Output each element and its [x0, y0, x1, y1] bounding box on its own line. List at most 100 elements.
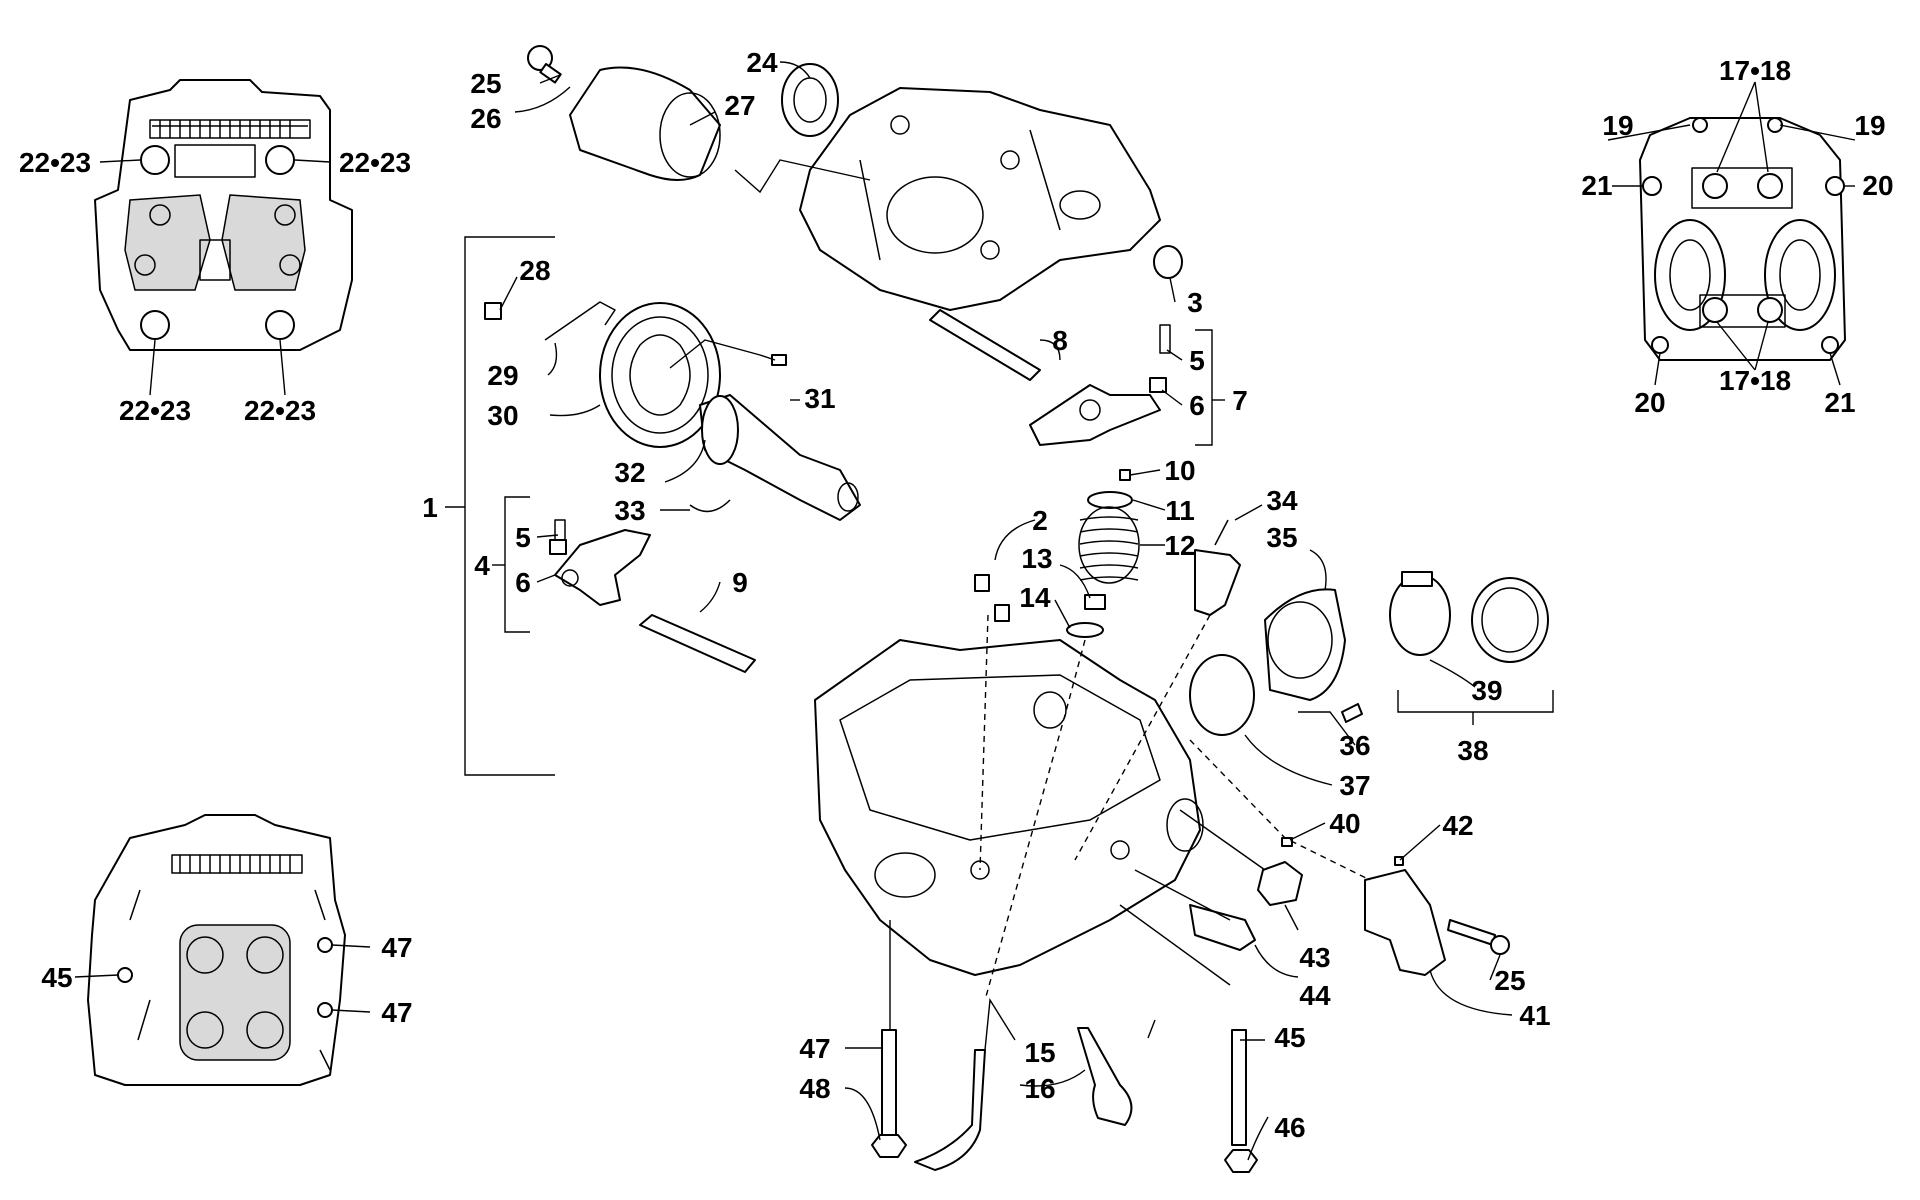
- callout-25-right: 25: [1494, 965, 1525, 996]
- callout-9: 9: [732, 567, 748, 598]
- clip-29: [544, 301, 616, 341]
- spark-plug-34: [1194, 519, 1241, 616]
- tensioner-body: [569, 66, 721, 181]
- dowel-2a: [974, 574, 990, 592]
- callout-40: 40: [1329, 808, 1360, 839]
- keeper-10: [1119, 469, 1131, 481]
- callout-27: 27: [724, 90, 755, 121]
- callout-22-23-bottom-left: 22•23: [119, 395, 191, 426]
- stud-47: [881, 1029, 897, 1136]
- callout-29: 29: [487, 360, 518, 391]
- dowel-2b: [994, 604, 1010, 622]
- callout-16: 16: [1024, 1073, 1055, 1104]
- nut-48: [871, 1134, 907, 1158]
- callout-13: 13: [1021, 543, 1052, 574]
- callout-47-inset-bottom: 47: [381, 997, 412, 1028]
- callout-47-inset-top: 47: [381, 932, 412, 963]
- callout-22-23-bottom-right: 22•23: [244, 395, 316, 426]
- callout-47-main: 47: [799, 1033, 830, 1064]
- valve-cover: [799, 87, 1161, 311]
- nut-6-right: [1149, 377, 1167, 393]
- spring-5-right: [1159, 324, 1171, 354]
- callout-43: 43: [1299, 942, 1330, 973]
- bolt-25-right: [1447, 919, 1510, 955]
- callout-14: 14: [1019, 582, 1051, 613]
- callout-32: 32: [614, 457, 645, 488]
- callout-45-inset: 45: [41, 962, 72, 993]
- leader-lines: [74, 61, 1856, 1161]
- callout-labels: 1 2 3 4 5 5 6 6 7 8 9 10 11 12 13 14 15 …: [19, 47, 1894, 1143]
- callout-15: 15: [1024, 1037, 1055, 1068]
- seat-14: [1066, 622, 1104, 638]
- callout-30: 30: [487, 400, 518, 431]
- sensor-44: [1189, 904, 1256, 951]
- callout-21-right: 21: [1824, 387, 1855, 418]
- callout-6-left: 6: [515, 567, 531, 598]
- callout-22-23-top-right: 22•23: [339, 147, 411, 178]
- callout-38: 38: [1457, 735, 1488, 766]
- callout-25-top: 25: [470, 68, 501, 99]
- stem-seal-13: [1084, 594, 1106, 610]
- callout-35: 35: [1266, 522, 1297, 553]
- callout-5-right: 5: [1189, 345, 1205, 376]
- callout-37: 37: [1339, 770, 1370, 801]
- nut-6-left: [549, 539, 567, 555]
- callout-36: 36: [1339, 730, 1370, 761]
- inset-valve-cover-view: [1639, 117, 1846, 361]
- callout-4: 4: [474, 550, 490, 581]
- callout-44: 44: [1299, 980, 1331, 1011]
- callout-17-18-top: 17•18: [1719, 55, 1791, 86]
- callout-2: 2: [1032, 505, 1048, 536]
- callout-41: 41: [1519, 1000, 1550, 1031]
- callout-34: 34: [1266, 485, 1298, 516]
- thermostat-43: [1257, 861, 1303, 906]
- housing-41: [1364, 869, 1446, 976]
- callout-8: 8: [1052, 325, 1068, 356]
- plug-42: [1394, 856, 1404, 866]
- pin-31: [771, 354, 787, 366]
- bolt-25-top: [527, 45, 562, 84]
- o-ring-37: [1189, 654, 1255, 736]
- rocker-arm-4: [554, 529, 651, 606]
- callout-10: 10: [1164, 455, 1195, 486]
- inset-head-gasket-view: [87, 814, 346, 1086]
- callout-42: 42: [1442, 810, 1473, 841]
- valve-spring-12: [1078, 506, 1140, 584]
- retainer-11: [1087, 491, 1133, 509]
- callout-19-right: 19: [1854, 110, 1885, 141]
- inset-head-top-view: [94, 79, 353, 351]
- cylinder-head: [814, 639, 1204, 976]
- callout-1: 1: [422, 492, 438, 523]
- cam-gear-30: [599, 302, 721, 448]
- nut-46: [1224, 1149, 1258, 1173]
- callout-21-left: 21: [1581, 170, 1612, 201]
- callout-46: 46: [1274, 1112, 1305, 1143]
- clip-33: [689, 499, 731, 513]
- callout-33: 33: [614, 495, 645, 526]
- main-assembly: [484, 45, 1549, 1173]
- callout-6-right: 6: [1189, 390, 1205, 421]
- callout-3: 3: [1187, 287, 1203, 318]
- rocker-arm-7: [1029, 384, 1161, 446]
- intake-boot-35: [1264, 588, 1346, 701]
- bolt-28: [484, 302, 502, 320]
- callout-12: 12: [1164, 530, 1195, 561]
- callout-19-left: 19: [1602, 110, 1633, 141]
- callout-7: 7: [1232, 385, 1248, 416]
- callout-17-18-bottom: 17•18: [1719, 365, 1791, 396]
- callout-31: 31: [804, 383, 835, 414]
- screw-36: [1341, 703, 1363, 723]
- rocker-shaft-8: [929, 309, 1041, 381]
- boot-38: [1471, 577, 1549, 663]
- callout-11: 11: [1165, 495, 1195, 526]
- callout-45-main: 45: [1274, 1022, 1305, 1053]
- camshaft-32: [699, 394, 861, 521]
- stud-45: [1231, 1029, 1247, 1146]
- valve-16: [1077, 1027, 1133, 1126]
- callout-39: 39: [1471, 675, 1502, 706]
- callout-24: 24: [746, 47, 778, 78]
- rocker-shaft-9: [639, 614, 756, 673]
- callout-28: 28: [519, 255, 550, 286]
- clamp-39: [1389, 571, 1451, 656]
